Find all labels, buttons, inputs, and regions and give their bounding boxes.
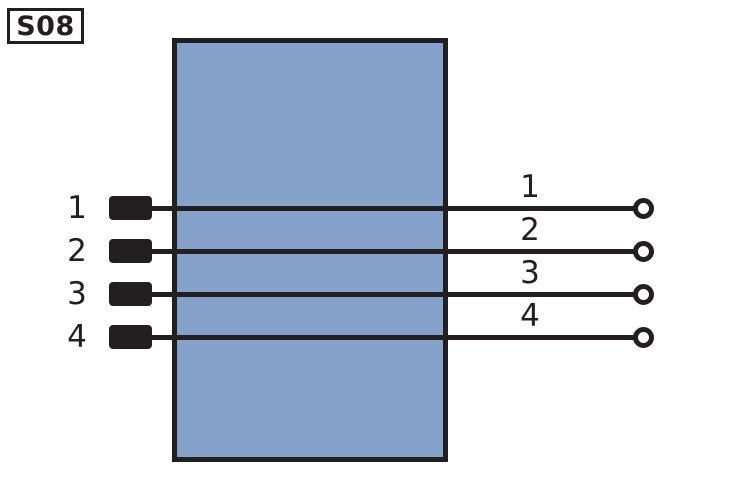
pin-1-wire — [150, 205, 636, 211]
pin-2-left-label: 2 — [67, 232, 87, 269]
pin-4-wire — [150, 334, 636, 340]
pin-3-ring-terminal-icon — [633, 283, 654, 305]
pin-1-ring-terminal-icon — [633, 197, 654, 219]
pin-3-wire — [150, 291, 636, 297]
pin-1-spade-terminal-icon — [109, 196, 152, 220]
pin-2-right-label: 2 — [520, 212, 540, 248]
component-id-label: S08 — [16, 10, 75, 42]
component-id-badge: S08 — [7, 8, 84, 44]
pin-4-spade-terminal-icon — [109, 325, 152, 349]
pin-4-right-label: 4 — [520, 298, 540, 334]
pin-1-right-label: 1 — [520, 169, 540, 205]
pin-3-right-label: 3 — [520, 255, 540, 291]
pin-1-left-label: 1 — [67, 189, 87, 226]
pin-4-left-label: 4 — [67, 318, 87, 355]
pin-3-left-label: 3 — [67, 275, 87, 312]
pin-3-spade-terminal-icon — [109, 282, 152, 306]
pin-2-ring-terminal-icon — [633, 240, 654, 262]
pin-4-ring-terminal-icon — [633, 326, 654, 348]
pin-2-wire — [150, 248, 636, 254]
pin-2-spade-terminal-icon — [109, 239, 152, 263]
